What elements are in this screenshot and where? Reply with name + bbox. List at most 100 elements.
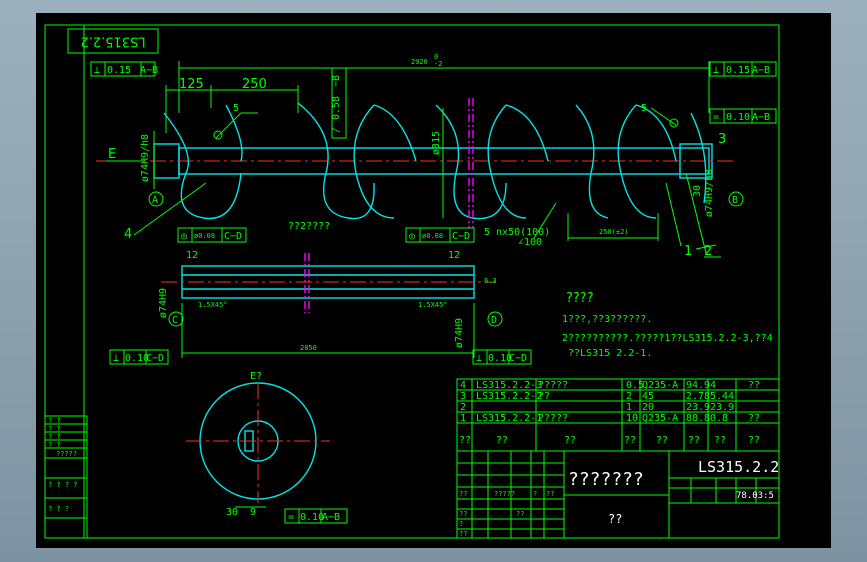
svg-text:-2: -2 [434,60,442,68]
parts-cell-qty: 2 [626,391,632,402]
svg-text:∠100: ∠100 [518,237,542,248]
svg-text:??: ?? [459,490,467,498]
parts-cell-qty: 0.5 [626,380,644,391]
parts-cell-w1: 23.9 [686,402,710,413]
svg-text:??: ?? [546,490,554,498]
svg-text:0.10: 0.10 [300,512,324,523]
parts-cell-w2: 4 [710,380,716,391]
tol-mid-right: = 0.10 A−B [709,108,777,124]
dim-30-section: 30 [226,507,238,518]
svg-text:⊥: ⊥ [113,353,119,364]
parts-cell-code: LS315.2.2-3 [476,380,542,391]
parts-cell-w1: 2.78 [686,391,710,402]
svg-text:A−B: A−B [322,512,340,523]
parts-cell-no: 4 [460,380,466,391]
tol-shaft-left-top: ◎ ø0.08 C−D [177,227,247,243]
svg-text:?: ? [533,490,537,498]
code-box-rotated [67,28,159,54]
tol-shaft-right-top: ◎ ø0.08 C−D [405,227,475,243]
parts-cell-note: ?? [748,380,760,391]
svg-text:??: ?? [459,435,471,446]
dim-3: 3 [718,132,726,147]
parts-cell-note: ?? [748,413,760,424]
parts-cell-w2: 23.9 [710,402,734,413]
svg-text:? ? ?: ? ? ? [48,505,69,513]
parts-cell-mat: Q235-A [642,380,678,391]
svg-text:0.10: 0.10 [125,353,149,364]
svg-text:? ?: ? ? [48,417,61,425]
svg-text:??: ?? [748,435,760,446]
svg-text:ø0.08: ø0.08 [194,232,215,240]
shaft-dia-right: ø74H9 [454,318,465,348]
parts-cell-w2: 5.44 [710,391,734,402]
roughness: 6.3 [484,277,497,285]
datum-a [148,191,164,207]
parts-cell-name: ????? [538,413,568,424]
svg-text:?: ? [459,520,463,528]
dim-125: 125 [179,77,204,92]
svg-text:−B: −B [331,75,342,87]
drawing-number: LS315.2.2 [698,458,779,476]
datum-b [728,191,744,207]
balloon-4: 4 [124,227,132,242]
svg-text:? ?: ? ? [48,425,61,433]
balloon-2: 2 [704,244,712,259]
dim-pitch: 250(±2) [599,228,629,236]
svg-text:0.15: 0.15 [726,65,750,76]
tol-section: = 0.10 A−B [284,508,348,524]
chamfer-left: 1.5X45° [198,301,228,309]
svg-text:0.15: 0.15 [107,65,131,76]
note-2: 2??????????.?????1??LS315.2.2-3,??4 [562,333,773,344]
parts-cell-mat: 45 [642,391,654,402]
weld-sym-right: 5 [641,103,647,114]
svg-text:0.10: 0.10 [488,353,512,364]
weld-sym-left: 5 [233,103,239,114]
svg-text:◎: ◎ [409,231,415,242]
svg-text:??: ?? [656,435,668,446]
svg-text:0.58: 0.58 [331,96,342,120]
svg-text:??: ?? [564,435,576,446]
tol-shaft-left-bot: ⊥ 0.10 C−D [109,349,169,365]
parts-cell-code: LS315.2.2-2 [476,391,542,402]
fit-left: ø74H9/h8 [140,134,151,182]
dim-12-left: 12 [186,250,198,261]
parts-cell-qty: 10 [626,413,638,424]
svg-text:A−B: A−B [752,112,770,123]
parts-cell-mat: 20 [642,402,654,413]
chamfer-right: 1.5X45° [418,301,448,309]
svg-text:ø0.08: ø0.08 [422,232,443,240]
svg-text:??: ?? [688,435,700,446]
dim-315: ø315 [431,131,442,155]
svg-text:? ? ? ?: ? ? ? ? [48,481,78,489]
svg-text:/: / [331,127,342,133]
parts-cell-code: LS315.2.2-1 [476,413,542,424]
scale: 78.03:5 [736,491,774,501]
drawing-svg: LS315.2.2 2920 0 -2 ⊥ 0.15 A−B ⊥ 0.15 A−… [36,13,831,548]
parts-cell-no: 3 [460,391,466,402]
parts-cell-w1: 88.8 [686,413,710,424]
weld-callout: 5 nx50(100) [484,227,550,238]
svg-text:=: = [288,512,294,523]
svg-text:C−D: C−D [509,353,527,364]
dim-30-right: 30 [692,185,703,197]
balloon-1: 1 [684,244,692,259]
parts-cell-name: ????? [538,380,568,391]
dim-12-right: 12 [448,250,460,261]
parts-cell-no: 1 [460,413,466,424]
inner-frame [83,24,780,539]
svg-text:??: ?? [459,530,467,538]
svg-text:?????: ????? [56,450,77,458]
svg-text:?????: ????? [494,490,515,498]
parts-cell-qty: 1 [626,402,632,413]
title-block: ?? ????? ? ?? ?? ? ?? ?? [456,450,780,539]
svg-text:⊥: ⊥ [476,353,482,364]
parts-cell-w1: 94.9 [686,380,710,391]
svg-text:⊥: ⊥ [94,65,100,76]
svg-text:◎: ◎ [181,231,187,242]
tol-top-right: ⊥ 0.15 A−B [709,61,777,77]
section-label-main: ??2???? [288,221,330,232]
drawing-canvas[interactable]: LS315.2.2 2920 0 -2 ⊥ 0.15 A−B ⊥ 0.15 A−… [36,13,831,548]
screw-flights [163,102,707,220]
